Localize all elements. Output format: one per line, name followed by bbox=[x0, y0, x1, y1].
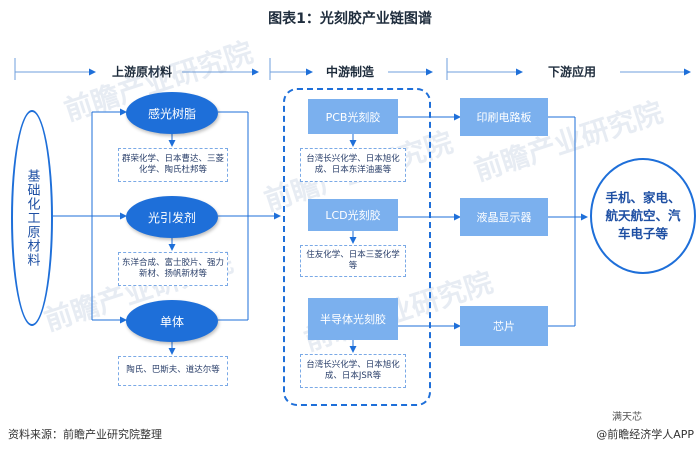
credit-note: @前瞻经济学人APP bbox=[596, 428, 694, 441]
midstream-frame bbox=[283, 88, 431, 406]
stage-label-midstream: 中游制造 bbox=[321, 63, 379, 80]
upstream-node-label: 单体 bbox=[159, 314, 184, 329]
source-node: 基础化工原材料 bbox=[11, 110, 53, 326]
upstream-node-resin: 感光树脂 bbox=[126, 92, 218, 134]
downstream-node-lcd: 液晶显示器 bbox=[460, 198, 548, 236]
midstream-node-semiconductor: 半导体光刻胶 bbox=[308, 298, 398, 340]
downstream-node-pcb: 印刷电路板 bbox=[460, 98, 548, 136]
credit-brand: 满天芯 bbox=[612, 412, 642, 423]
target-node: 手机、家电、航天航空、汽车电子等 bbox=[590, 158, 696, 274]
upstream-companies-resin: 群荣化学、日本曹达、三菱化学、陶氏杜邦等 bbox=[118, 148, 228, 182]
upstream-node-initiator: 光引发剂 bbox=[126, 196, 218, 238]
source-note: 资料来源：前瞻产业研究院整理 bbox=[8, 428, 162, 441]
downstream-node-chip: 芯片 bbox=[460, 306, 548, 346]
upstream-node-label: 光引发剂 bbox=[147, 210, 196, 225]
stage-label-downstream: 下游应用 bbox=[543, 63, 601, 80]
midstream-node-lcd: LCD光刻胶 bbox=[308, 199, 398, 231]
upstream-companies-initiator: 东洋合成、富士胶片、强力新材、扬帆新材等 bbox=[118, 252, 228, 286]
upstream-companies-monomer: 陶氏、巴斯夫、道达尔等 bbox=[118, 356, 228, 386]
midstream-node-pcb: PCB光刻胶 bbox=[308, 99, 398, 134]
page-title: 图表1：光刻胶产业链图谱 bbox=[268, 11, 432, 27]
upstream-node-label: 感光树脂 bbox=[147, 106, 196, 121]
source-node-label: 基础化工原材料 bbox=[24, 169, 40, 267]
target-node-label: 手机、家电、航天航空、汽车电子等 bbox=[605, 189, 681, 242]
midstream-companies-lcd: 住友化学、日本三菱化学等 bbox=[300, 245, 406, 277]
midstream-companies-semiconductor: 台湾长兴化学、日本旭化成、日本JSR等 bbox=[300, 354, 406, 388]
upstream-node-monomer: 单体 bbox=[126, 300, 218, 342]
stage-label-upstream: 上游原材料 bbox=[107, 63, 177, 80]
midstream-companies-pcb: 台湾长兴化学、日本旭化成、日本东洋油墨等 bbox=[300, 148, 406, 182]
